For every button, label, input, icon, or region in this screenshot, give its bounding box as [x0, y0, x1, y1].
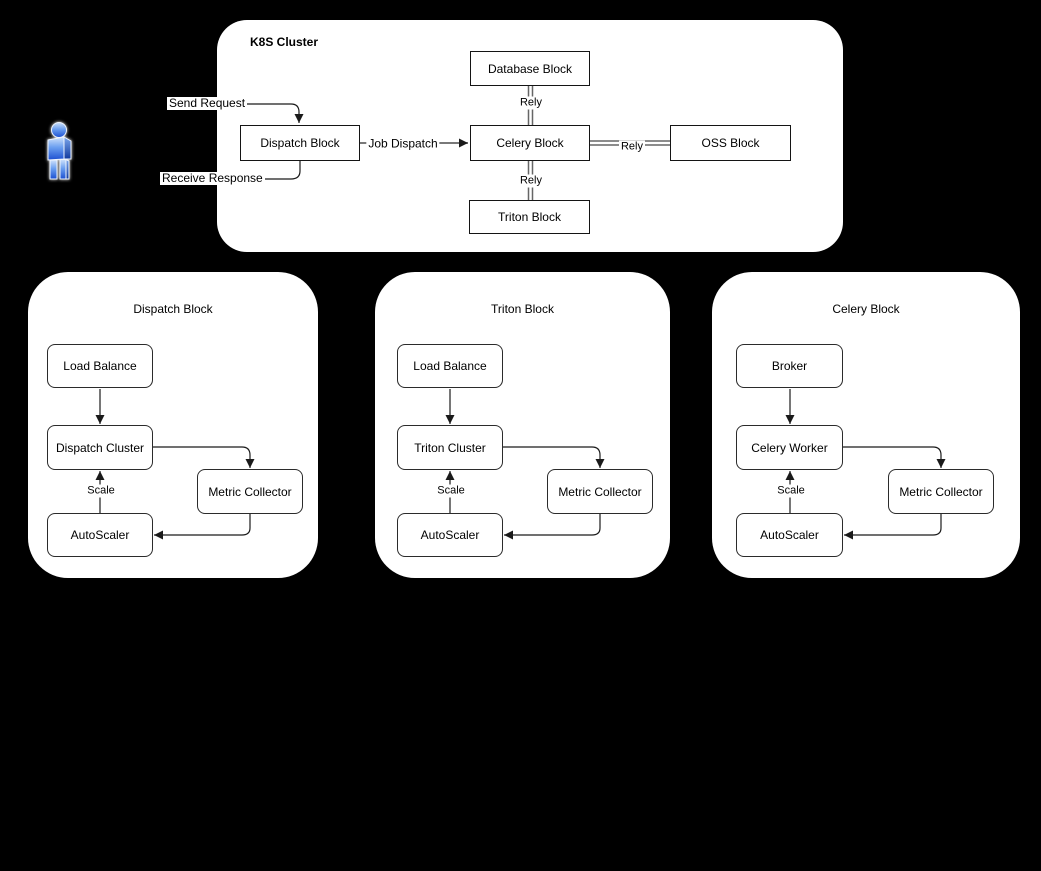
dispatch-panel-title: Dispatch Block	[133, 302, 213, 316]
label-rely-database: Rely	[517, 96, 545, 110]
node-dispatch-load-balance: Load Balance	[47, 344, 153, 388]
node-oss-block: OSS Block	[670, 125, 791, 161]
k8s-cluster-title: K8S Cluster	[250, 35, 319, 49]
node-database-block: Database Block	[470, 51, 590, 86]
node-triton-block: Triton Block	[469, 200, 590, 234]
node-triton-metric-collector: Metric Collector	[547, 469, 653, 514]
node-triton-autoscaler: AutoScaler	[397, 513, 503, 557]
node-triton-load-balance: Load Balance	[397, 344, 503, 388]
person-icon	[47, 122, 72, 180]
node-dispatch-block: Dispatch Block	[240, 125, 360, 161]
node-celery-metric-collector: Metric Collector	[888, 469, 994, 514]
label-rely-oss: Rely	[618, 140, 646, 154]
node-triton-cluster: Triton Cluster	[397, 425, 503, 470]
node-celery-worker: Celery Worker	[736, 425, 843, 470]
node-celery-autoscaler: AutoScaler	[736, 513, 843, 557]
node-celery-broker: Broker	[736, 344, 843, 388]
label-rely-triton: Rely	[517, 174, 545, 188]
label-job-dispatch: Job Dispatch	[366, 136, 440, 151]
node-dispatch-cluster: Dispatch Cluster	[47, 425, 153, 470]
label-receive-response: Receive Response	[160, 171, 265, 185]
triton-panel-title: Triton Block	[491, 302, 554, 316]
node-celery-block: Celery Block	[470, 125, 590, 161]
node-dispatch-metric-collector: Metric Collector	[197, 469, 303, 514]
label-celery-scale: Scale	[775, 484, 807, 498]
label-send-request: Send Request	[167, 96, 248, 110]
label-triton-scale: Scale	[435, 484, 467, 498]
label-dispatch-scale: Scale	[85, 484, 117, 498]
celery-panel-title: Celery Block	[832, 302, 900, 316]
node-dispatch-autoscaler: AutoScaler	[47, 513, 153, 557]
